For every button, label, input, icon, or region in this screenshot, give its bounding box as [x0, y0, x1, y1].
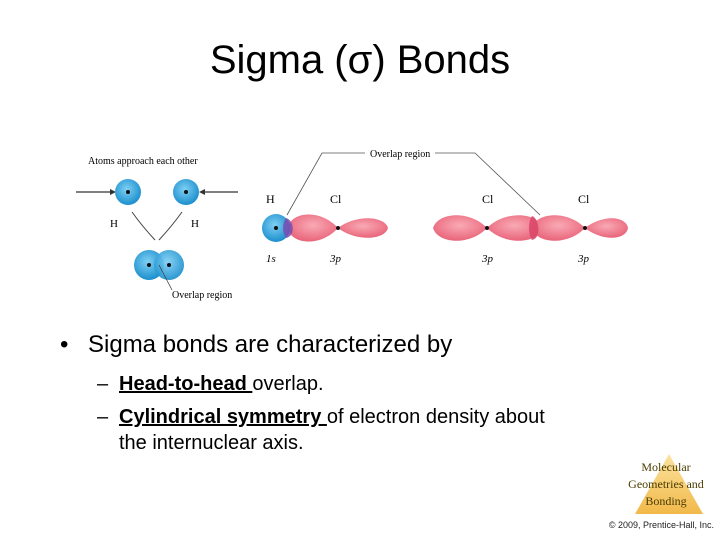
sub-1-bold: Head-to-head [119, 373, 253, 395]
nucleus-dot [274, 226, 278, 230]
label-3p-3: 3p [577, 253, 590, 265]
label-cl-2: Cl [482, 192, 494, 206]
sigma-bond-figure: Atoms approach each other H H Overlap re… [60, 140, 630, 310]
cl2-overlap [529, 216, 539, 240]
nucleus-dot [167, 263, 171, 267]
overlap-region-bottom-label: Overlap region [172, 290, 232, 301]
nucleus-dot [126, 190, 130, 194]
atoms-approach-label: Atoms approach each other [88, 156, 198, 167]
hcl-overlap [283, 218, 293, 238]
label-cl-1: Cl [330, 192, 342, 206]
nucleus-dot [583, 226, 587, 230]
label-cl-3: Cl [578, 192, 590, 206]
h-left-label: H [110, 218, 118, 230]
arrowhead-right-icon [110, 189, 116, 195]
orbital-diagram: Atoms approach each other H H Overlap re… [76, 149, 628, 301]
footer-label: Molecular Geometries and Bonding [628, 460, 704, 508]
label-3p-2: 3p [481, 253, 494, 265]
h-right-label: H [191, 218, 199, 230]
sub-2-rest: of electron density about [326, 406, 545, 428]
dash: – [97, 406, 109, 428]
arrowhead-left-icon [199, 189, 205, 195]
cl2-lobe-2 [487, 215, 542, 241]
cl-p-lobe-right [338, 218, 388, 238]
cl2-lobe-3 [532, 215, 585, 241]
label-1s: 1s [266, 253, 276, 265]
sub-bullet-1: –Head-to-head overlap. [97, 371, 324, 397]
sub-1-rest: overlap. [252, 373, 324, 395]
nucleus-dot [485, 226, 489, 230]
overlap-region-label: Overlap region [370, 149, 430, 160]
sub-bullet-2-continuation: the internuclear axis. [119, 432, 304, 454]
cl2-lobe-1 [433, 215, 487, 241]
merge-lines [131, 211, 183, 241]
footer-triangle-logo [635, 454, 703, 514]
sub-bullet-2: –Cylindrical symmetry of electron densit… [97, 404, 545, 430]
overlap-pointer [158, 264, 173, 291]
label-h: H [266, 192, 275, 206]
nucleus-dot [336, 226, 340, 230]
main-bullet: • Sigma bonds are characterized by [60, 331, 452, 359]
sub-2-bold: Cylindrical symmetry [119, 406, 327, 428]
dash: – [97, 373, 109, 395]
bullet-dot: • [60, 331, 69, 358]
label-3p-1: 3p [329, 253, 342, 265]
bullet-text: Sigma bonds are characterized by [88, 331, 453, 358]
nucleus-dot [147, 263, 151, 267]
overlap-pointer-lines [286, 152, 541, 216]
cl2-lobe-4 [585, 218, 628, 238]
copyright: © 2009, Prentice-Hall, Inc. [608, 520, 714, 530]
slide-title: Sigma (σ) Bonds [209, 38, 511, 82]
nucleus-dot [184, 190, 188, 194]
cl-p-lobe-left [288, 214, 338, 242]
